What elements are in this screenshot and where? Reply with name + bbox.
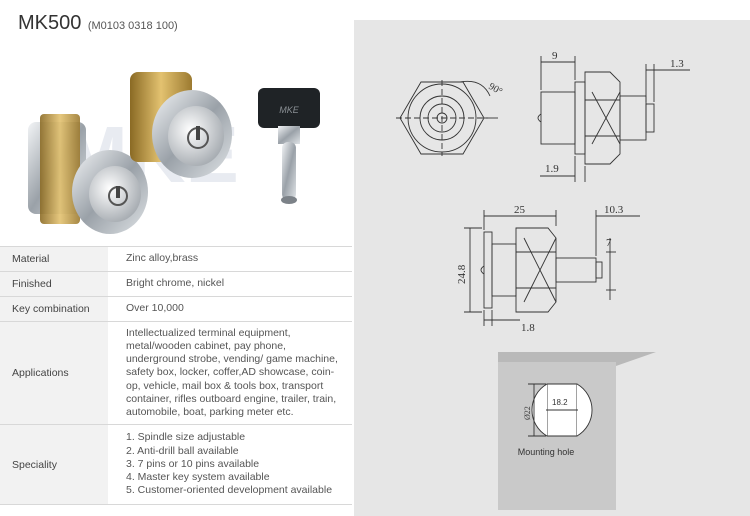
speciality-list: 1. Spindle size adjustable 2. Anti-drill…	[126, 431, 352, 497]
spec-row-material: Material Zinc alloy,brass	[0, 246, 352, 272]
spec-row-key-combination: Key combination Over 10,000	[0, 296, 352, 322]
spec-label: Key combination	[0, 296, 108, 322]
spec-value: Intellectualized terminal equipment, met…	[108, 321, 352, 425]
front-view: 90°	[396, 80, 504, 156]
mounting-hole-label: Mounting hole	[518, 447, 575, 457]
list-item: 5. Customer-oriented development availab…	[126, 484, 333, 497]
product-title: MK500 (M0103 0318 100)	[18, 12, 178, 35]
spec-value: 1. Spindle size adjustable 2. Anti-drill…	[108, 424, 352, 505]
spec-row-applications: Applications Intellectualized terminal e…	[0, 321, 352, 425]
list-item: 1. Spindle size adjustable	[126, 431, 246, 444]
spec-row-speciality: Speciality 1. Spindle size adjustable 2.…	[0, 424, 352, 505]
spec-label: Speciality	[0, 424, 108, 505]
spec-table: Material Zinc alloy,brass Finished Brigh…	[0, 246, 352, 505]
model-code: (M0103 0318 100)	[87, 20, 178, 32]
lock-front	[28, 114, 148, 234]
dim-1-3: 1.3	[670, 58, 684, 70]
spec-label: Applications	[0, 321, 108, 425]
key: MKE	[258, 88, 320, 204]
hole-height-label: Ø22	[523, 406, 532, 420]
technical-drawing-panel: 90° 9 1.3 1.	[354, 20, 750, 516]
dim-1-8: 1.8	[521, 322, 535, 334]
spec-label: Material	[0, 246, 108, 272]
dim-25: 25	[514, 204, 526, 216]
spec-label: Finished	[0, 271, 108, 297]
side-view-main: 25 10.3 7 24.8 1.8	[456, 204, 640, 334]
dim-1-9: 1.9	[545, 163, 559, 175]
lock-back	[130, 72, 232, 178]
spec-row-finished: Finished Bright chrome, nickel	[0, 271, 352, 297]
mounting-hole-view: Ø22 18.2 Mounting hole	[498, 352, 656, 510]
list-item: 2. Anti-drill ball available	[126, 444, 239, 457]
dim-10-3: 10.3	[604, 204, 624, 216]
dim-9: 9	[552, 50, 558, 62]
key-grip-logo: MKE	[279, 105, 300, 115]
model-name: MK500	[18, 12, 82, 34]
dim-24-8: 24.8	[456, 264, 468, 284]
side-view-top: 9 1.3 1.9	[537, 50, 690, 182]
dim-7: 7	[606, 237, 612, 249]
spec-value: Over 10,000	[108, 296, 352, 322]
list-item: 4. Master key system available	[126, 471, 270, 484]
product-photo: MKE MKE	[28, 72, 320, 234]
hole-width-label: 18.2	[552, 398, 568, 407]
spec-value: Zinc alloy,brass	[108, 246, 352, 272]
spec-value: Bright chrome, nickel	[108, 271, 352, 297]
technical-drawing: 90° 9 1.3 1.	[396, 50, 690, 510]
list-item: 3. 7 pins or 10 pins available	[126, 457, 260, 470]
